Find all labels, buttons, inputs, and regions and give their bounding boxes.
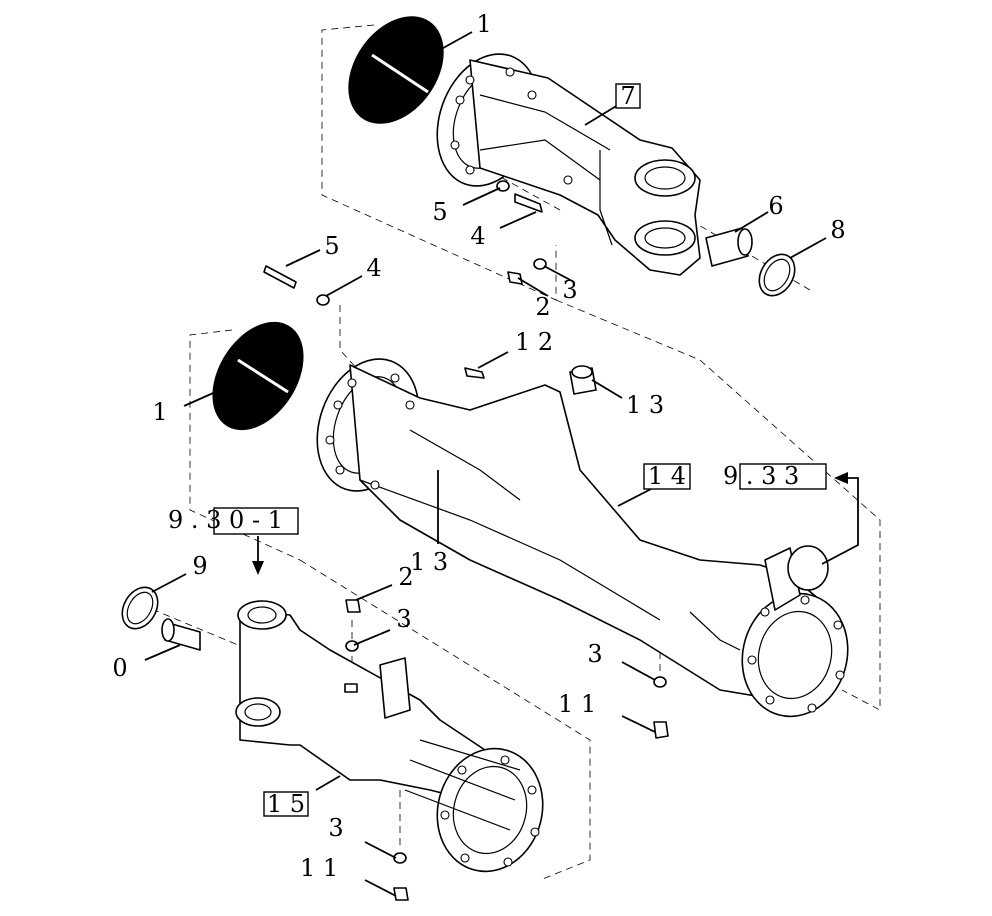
- boxed-labels: 7 1 4 9 . 3 3 9 . 3 0 - 1 1 5: [168, 82, 827, 818]
- callout-13-top: 1 3: [626, 391, 664, 419]
- callout-3-low: 3: [396, 605, 411, 633]
- callout-5-top: 5: [432, 198, 447, 226]
- callout-4-top: 4: [470, 222, 485, 250]
- callout-3-bottom: 3: [328, 814, 343, 842]
- callout-1-top: 1: [476, 10, 491, 38]
- box-15-frame: [263, 791, 309, 817]
- callout-3-top: 3: [562, 276, 577, 304]
- box-7-label: 7: [620, 82, 635, 110]
- callout-11-bottom: 1 1: [300, 854, 338, 882]
- box-7-frame: [615, 83, 641, 109]
- callout-4-mid: 4: [366, 254, 381, 282]
- callout-3-right: 3: [587, 640, 602, 668]
- callout-5-mid: 5: [324, 232, 339, 260]
- callout-11-right: 1 1: [558, 690, 596, 718]
- callout-0: 0: [112, 654, 127, 682]
- alignment-lines: [129, 24, 881, 881]
- box-933-frame: [739, 463, 827, 490]
- callout-1-mid: 1: [152, 398, 167, 426]
- leader-lines: [144, 31, 859, 897]
- callout-2-top: 2: [535, 293, 550, 321]
- callout-9: 9: [192, 552, 207, 580]
- box-9301-frame: [213, 507, 299, 535]
- box-15-label: 1 5: [267, 790, 305, 818]
- callout-6: 6: [768, 192, 783, 220]
- lower-hardware: [121, 586, 409, 901]
- box-14-label: 1 4: [648, 462, 686, 490]
- callout-13-mid: 1 3: [410, 548, 448, 576]
- middle-gasket: [212, 321, 304, 431]
- main-axle-housing: [316, 358, 849, 718]
- upper-gasket: [348, 16, 444, 124]
- box-933-label: 9 . 3 3: [723, 462, 799, 490]
- callout-8: 8: [830, 216, 845, 244]
- upper-axle-housing: [436, 53, 701, 276]
- lower-axle-housing: [235, 600, 544, 873]
- box-9301-label: 9 . 3 0 - 1: [168, 506, 283, 534]
- callout-12: 1 2: [515, 328, 553, 356]
- box-14-frame: [643, 463, 691, 490]
- right-hardware: [653, 676, 669, 739]
- callout-numbers: 1 5 4 2 3 6 8 5 4 1 2 1 3 1 1 3 2 3 9 0 …: [112, 10, 845, 882]
- callout-2-low: 2: [398, 563, 413, 591]
